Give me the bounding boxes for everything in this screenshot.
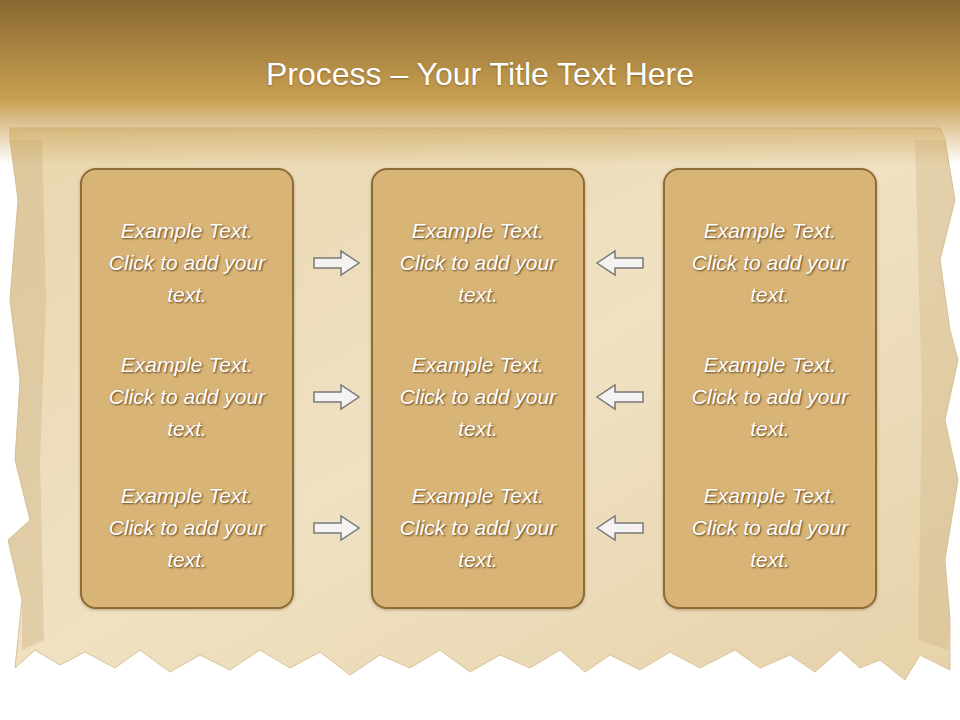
parchment-roll-left [8,140,46,650]
text-panel: Example Text. Click to add your text. Exa… [371,168,585,609]
parchment [8,128,958,680]
text-panel: Example Text. Click to add your text. Exa… [80,168,294,609]
panel-text: Example Text. Click to add your text. [398,349,558,445]
panel-text: Example Text. Click to add your text. [107,215,267,311]
panel-text: Example Text. Click to add your text. [690,215,850,311]
block-arrow [314,251,359,275]
panel-text: Example Text. Click to add your text. [690,349,850,445]
parchment-roll-right [915,140,958,650]
slide-title: Process – Your Title Text Here [0,54,960,94]
block-arrow [597,385,643,409]
block-arrow [314,385,359,409]
panel-text: Example Text. Click to add your text. [398,480,558,576]
text-panel: Example Text. Click to add your text. Exa… [663,168,877,609]
block-arrow [597,251,643,275]
panel-text: Example Text. Click to add your text. [398,215,558,311]
block-arrow [597,516,643,540]
header-band [0,0,960,165]
panel-text: Example Text. Click to add your text. [107,349,267,445]
block-arrow [314,516,359,540]
panel-text: Example Text. Click to add your text. [107,480,267,576]
panel-text: Example Text. Click to add your text. [690,480,850,576]
